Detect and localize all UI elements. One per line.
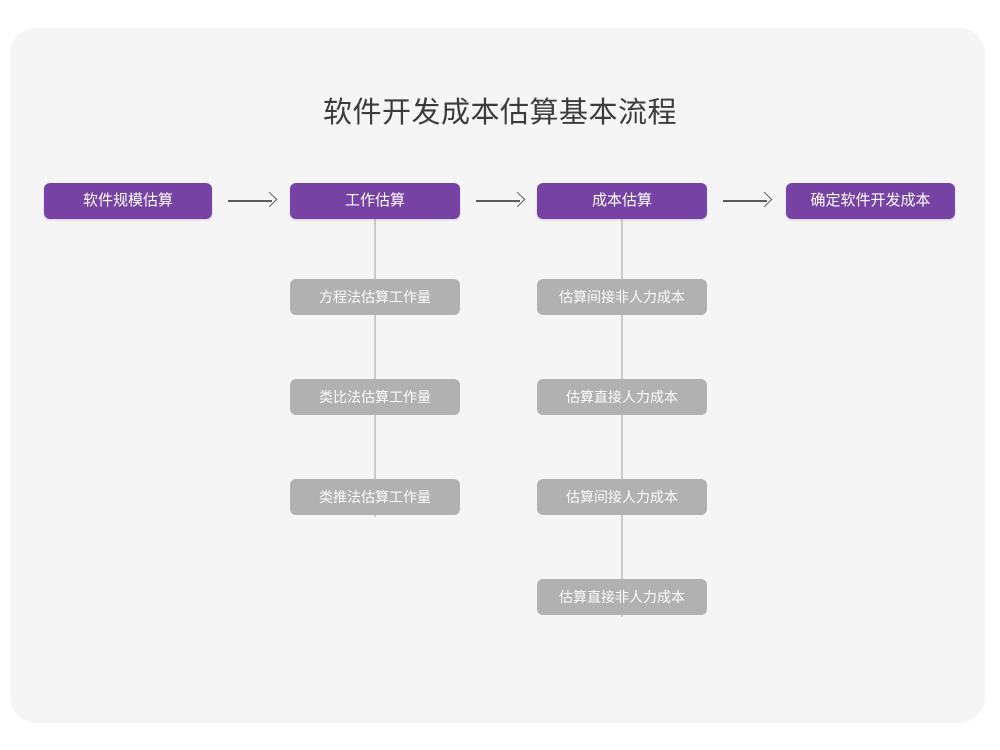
- substep-node-inference-method-effort[interactable]: 类推法估算工作量: [290, 479, 460, 515]
- stage-node-cost-estimation[interactable]: 成本估算: [537, 183, 707, 219]
- substep-node-direct-nonlabor-cost[interactable]: 估算直接非人力成本: [537, 579, 707, 615]
- substep-node-indirect-labor-cost[interactable]: 估算间接人力成本: [537, 479, 707, 515]
- substep-node-direct-labor-cost[interactable]: 估算直接人力成本: [537, 379, 707, 415]
- substep-node-indirect-nonlabor-cost[interactable]: 估算间接非人力成本: [537, 279, 707, 315]
- connector-line-stage3: [621, 219, 623, 617]
- arrow-stage2-to-stage3: [476, 190, 526, 212]
- stage-node-determine-development-cost[interactable]: 确定软件开发成本: [786, 183, 955, 219]
- arrow-stage1-to-stage2: [228, 190, 278, 212]
- arrow-stage3-to-stage4: [723, 190, 773, 212]
- substep-node-analogy-method-effort[interactable]: 类比法估算工作量: [290, 379, 460, 415]
- arrow-head-icon: [261, 191, 278, 208]
- arrow-shaft-icon: [228, 200, 272, 202]
- arrow-head-icon: [509, 191, 526, 208]
- stage-node-effort-estimation[interactable]: 工作估算: [290, 183, 460, 219]
- stage-node-software-size-estimation[interactable]: 软件规模估算: [44, 183, 212, 219]
- page-title: 软件开发成本估算基本流程: [322, 97, 677, 129]
- arrow-shaft-icon: [476, 200, 520, 202]
- connector-line-stage2: [374, 219, 376, 517]
- arrow-head-icon: [756, 191, 773, 208]
- arrow-shaft-icon: [723, 200, 767, 202]
- diagram-card-background: [10, 28, 985, 723]
- substep-node-equation-method-effort[interactable]: 方程法估算工作量: [290, 279, 460, 315]
